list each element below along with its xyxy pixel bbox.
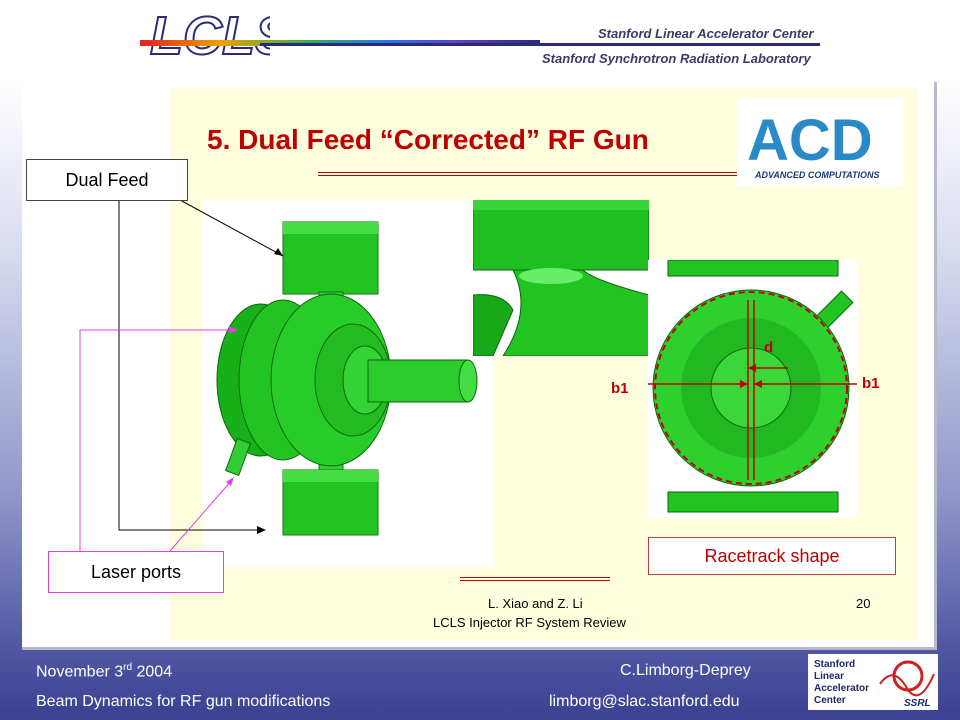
slac-logo-line-3: Accelerator [814, 683, 869, 694]
footer-date-suffix: 2004 [132, 663, 173, 681]
slide-number: 20 [856, 596, 871, 611]
lcls-logo-text: LCLS [150, 6, 270, 64]
header-bar: LCLS Stanford Linear Accelerator Center … [0, 0, 960, 72]
title-rule [318, 172, 738, 176]
slac-logo-line-4: Center [814, 695, 846, 706]
footer-date: November 3rd 2004 [36, 662, 172, 681]
slac-logo-line-1: Stanford [814, 659, 855, 670]
ssrl-text: SSRL [904, 698, 931, 709]
slide-title: 5. Dual Feed “Corrected” RF Gun [207, 124, 649, 155]
acd-logo-letters: ACD [747, 108, 873, 173]
footer-date-sup: rd [123, 662, 133, 673]
feed-closeup-image [473, 200, 649, 356]
header-rule [260, 43, 820, 46]
credit-authors: L. Xiao and Z. Li [488, 596, 583, 611]
footer-subtitle: Beam Dynamics for RF gun modifications [36, 693, 331, 710]
label-dual-feed: Dual Feed [26, 159, 188, 201]
credit-review: LCLS Injector RF System Review [433, 615, 626, 630]
dim-d-label: d [764, 339, 773, 356]
org-ssrl: Stanford Synchrotron Radiation Laborator… [542, 51, 811, 66]
footer-email: limborg@slac.stanford.edu [549, 693, 740, 710]
footer-author: C.Limborg-Deprey [620, 662, 751, 679]
slac-logo-line-2: Linear [814, 671, 844, 682]
label-racetrack-shape: Racetrack shape [648, 537, 896, 575]
footer-date-prefix: November 3 [36, 663, 124, 681]
slac-ssrl-logo: Stanford Linear Accelerator Center SSRL [808, 654, 938, 710]
acd-logo-caption: ADVANCED COMPUTATIONS [754, 170, 880, 180]
gun-3d-model-image [203, 200, 493, 567]
label-laser-ports: Laser ports [48, 551, 224, 593]
lcls-logo: LCLS [149, 6, 270, 64]
org-slac: Stanford Linear Accelerator Center [598, 26, 814, 41]
credit-rule [460, 577, 610, 581]
acd-logo: ACD ADVANCED COMPUTATIONS [737, 98, 904, 186]
racetrack-section-image: d [648, 260, 857, 518]
